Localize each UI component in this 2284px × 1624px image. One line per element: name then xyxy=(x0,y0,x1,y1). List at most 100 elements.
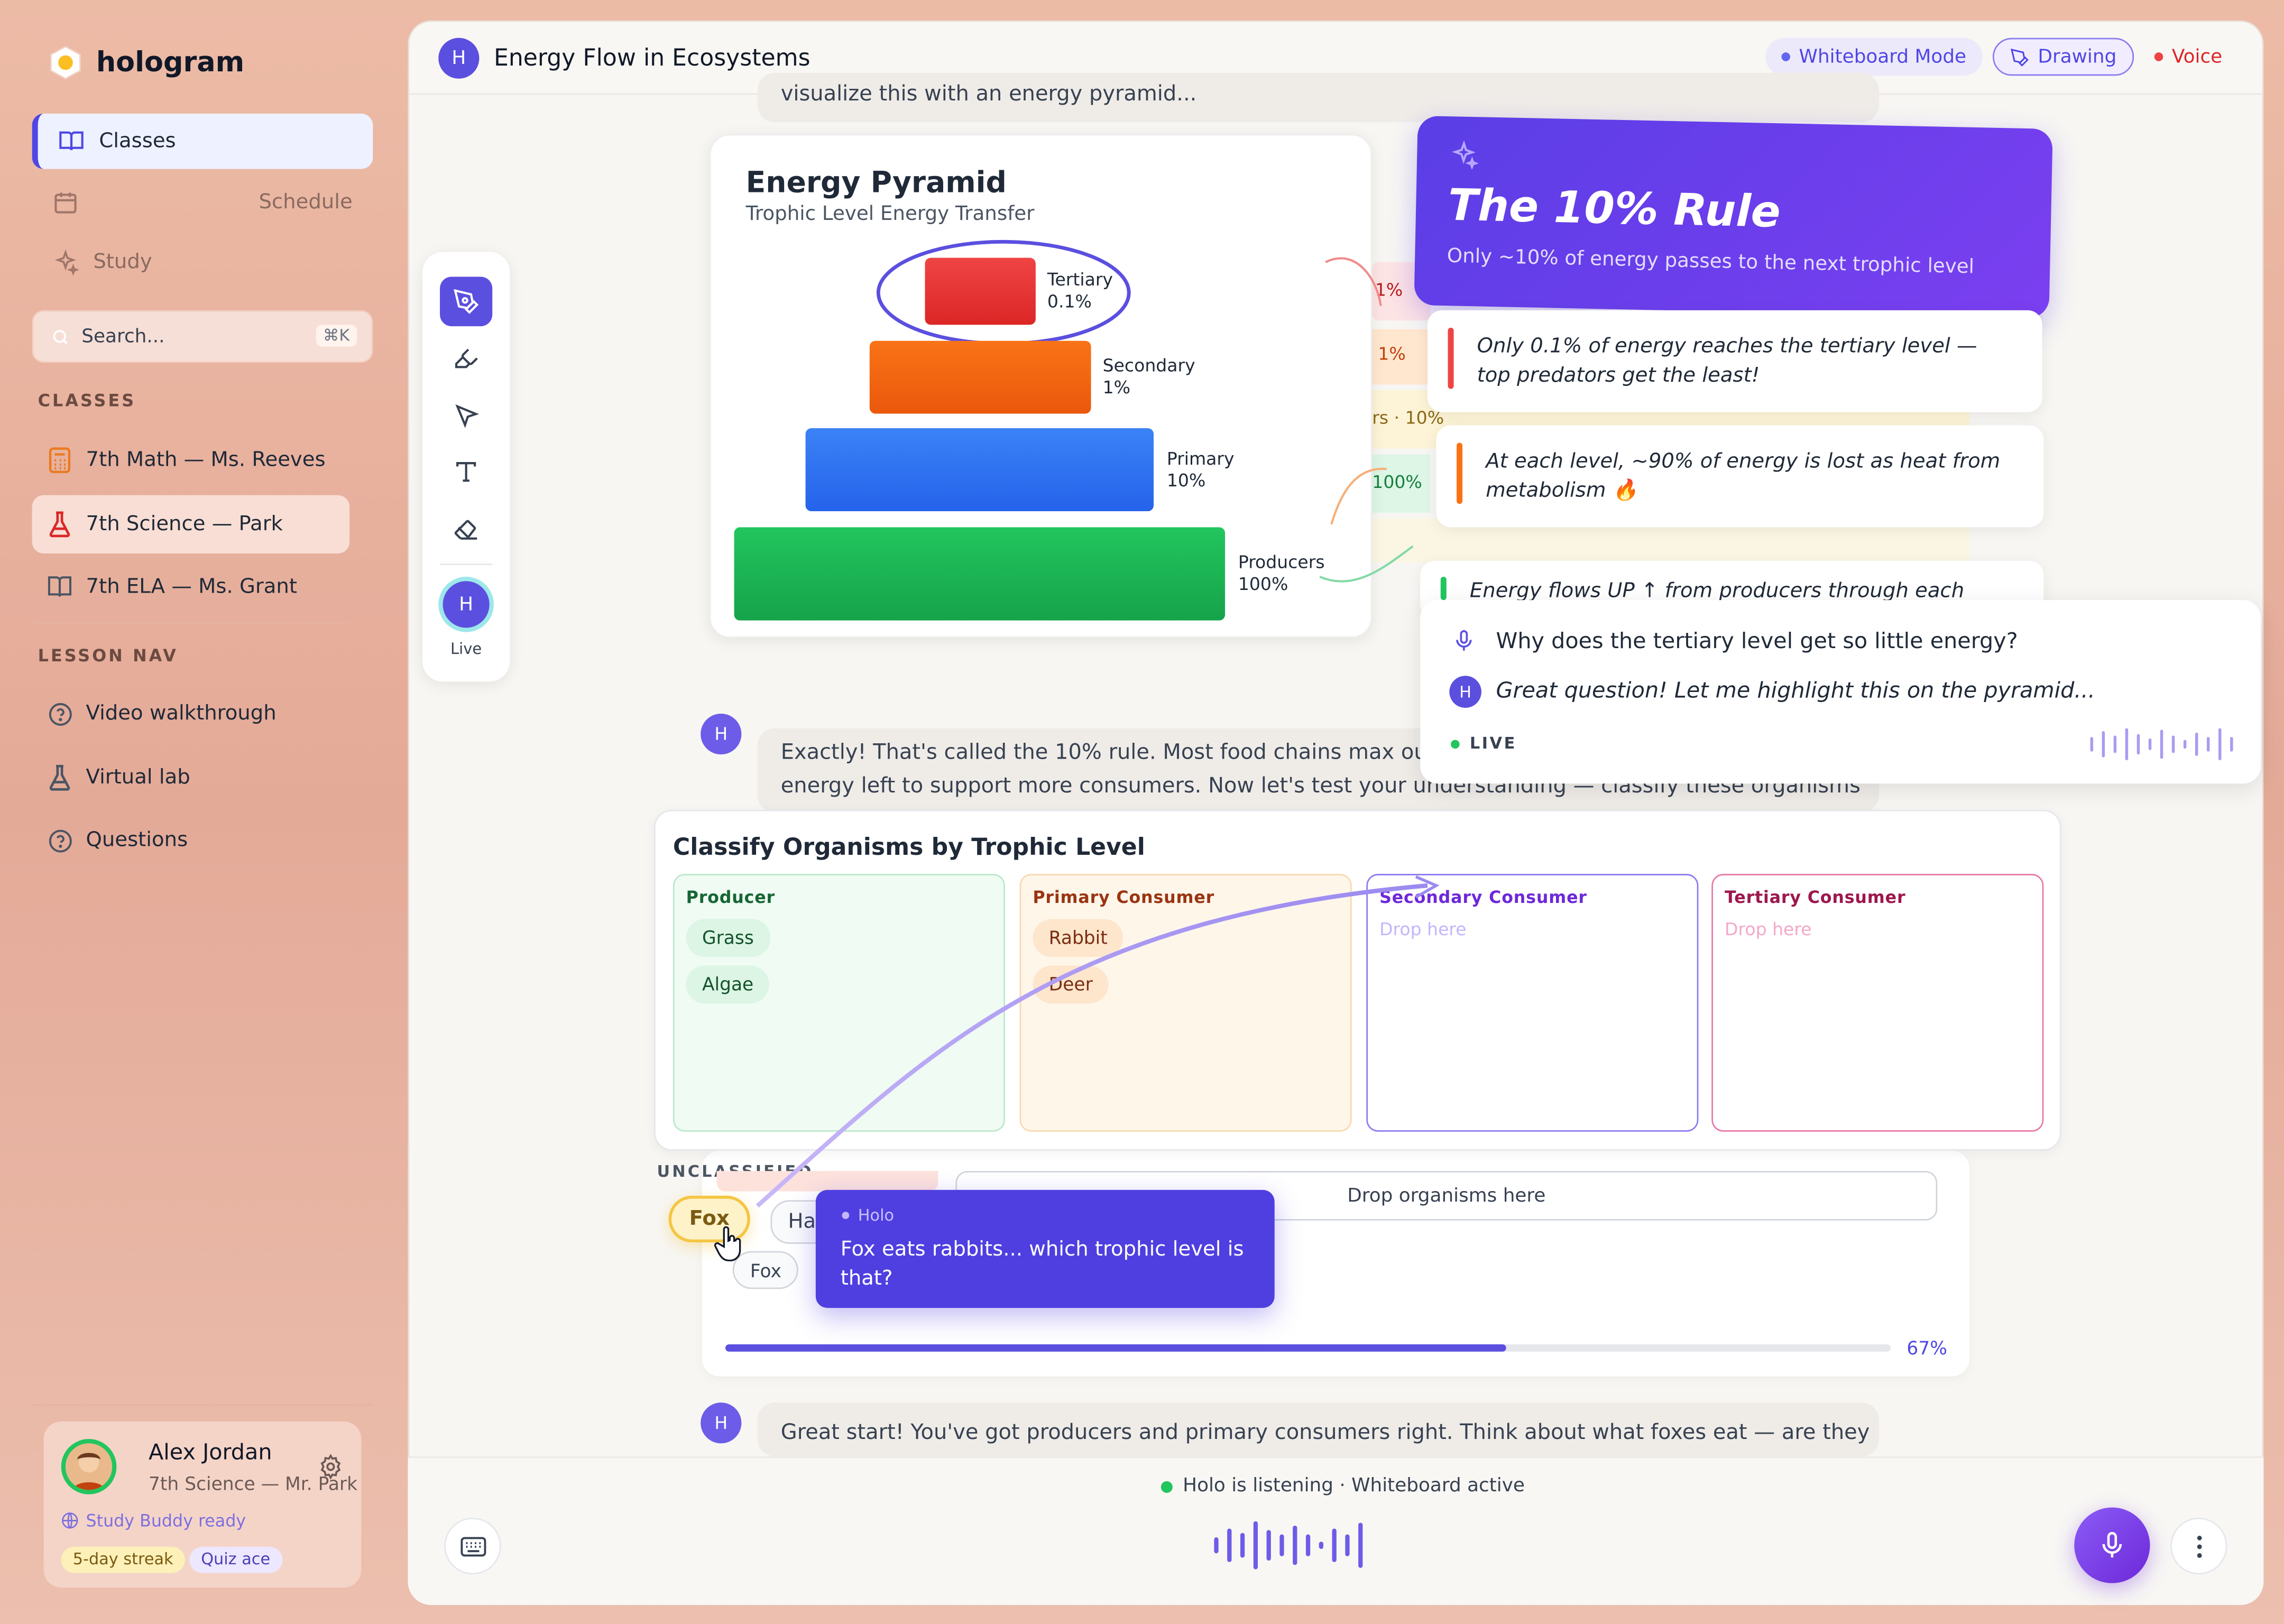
organism-chip[interactable]: Rabbit xyxy=(1033,919,1124,957)
study-buddy-label: Study Buddy ready xyxy=(86,1510,246,1531)
whiteboard-mode-label: Whiteboard Mode xyxy=(1799,45,1967,68)
sidebar-divider xyxy=(32,1404,373,1406)
lesson-item-lab[interactable]: Virtual lab xyxy=(32,749,350,807)
live-dot xyxy=(1451,740,1460,749)
pen-tool-button[interactable] xyxy=(440,276,493,327)
keyboard-button[interactable] xyxy=(444,1517,501,1575)
drop-hint: Drop here xyxy=(1379,919,1467,940)
chat-message: visualize this with an energy pyramid... xyxy=(757,72,1880,123)
dragging-organism-chip[interactable]: Fox xyxy=(668,1195,750,1243)
lesson-item-video[interactable]: Video walkthrough xyxy=(32,685,350,743)
profile-class: 7th Science — Mr. Park xyxy=(149,1472,358,1494)
rule-subtitle: Only ~10% of energy passes to the next t… xyxy=(1447,244,1975,279)
nav-study-label: Study xyxy=(93,250,152,274)
nav-classes-label: Classes xyxy=(99,130,176,153)
column-title: Tertiary Consumer xyxy=(1725,887,1906,908)
quiz-badge: Quiz ace xyxy=(189,1546,282,1573)
voice-transcript-panel: Why does the tertiary level get so littl… xyxy=(1420,600,2261,784)
sparkles-icon xyxy=(51,247,80,276)
faded-row xyxy=(1372,329,1431,385)
gear-icon[interactable] xyxy=(318,1454,344,1480)
column-producer[interactable]: Producer Grass Algae xyxy=(673,874,1006,1132)
drawing-pill[interactable]: Drawing xyxy=(1992,38,2134,76)
more-options-button[interactable] xyxy=(2170,1517,2227,1575)
lesson-item-questions[interactable]: Questions xyxy=(32,811,350,870)
pyramid-subtitle: Trophic Level Energy Transfer xyxy=(745,202,1035,226)
progress-fill xyxy=(725,1344,1506,1352)
live-avatar-button[interactable]: H xyxy=(438,577,494,632)
globe-icon xyxy=(61,1512,79,1529)
column-tertiary-consumer[interactable]: Tertiary Consumer Drop here xyxy=(1711,874,2044,1132)
profile-card[interactable]: Alex Jordan 7th Science — Mr. Park Study… xyxy=(43,1421,362,1588)
whiteboard-mode-pill[interactable]: Whiteboard Mode xyxy=(1765,38,1983,76)
pyramid-bar-secondary[interactable] xyxy=(869,340,1091,414)
listening-status: Holo is listening · Whiteboard active xyxy=(1161,1475,1525,1497)
holo-avatar: H xyxy=(701,1402,742,1444)
column-secondary-consumer[interactable]: Secondary Consumer Drop here xyxy=(1366,874,1699,1132)
nav-schedule[interactable]: Schedule xyxy=(32,175,373,230)
class-item-label: 7th ELA — Ms. Grant xyxy=(86,575,297,599)
app-name: hologram xyxy=(96,47,245,79)
pyramid-bar-tertiary[interactable] xyxy=(925,257,1036,325)
search-input[interactable]: Search... ⌘K xyxy=(32,310,373,363)
holo-avatar: H xyxy=(1449,676,1481,708)
lesson-nav-label: LESSON NAV xyxy=(38,645,178,666)
rule-note-text: At each level, ~90% of energy is lost as… xyxy=(1486,450,2001,503)
ten-percent-rule-card: The 10% Rule Only ~10% of energy passes … xyxy=(1414,115,2053,319)
holo-avatar: H xyxy=(438,38,480,79)
select-tool-button[interactable] xyxy=(440,390,492,440)
hand-cursor-icon xyxy=(714,1226,746,1261)
eraser-icon xyxy=(454,520,477,540)
pen-tool-icon xyxy=(2010,48,2029,67)
nav-classes[interactable]: Classes xyxy=(32,113,373,169)
note-stripe xyxy=(1440,577,1447,601)
app-logo[interactable]: hologram xyxy=(47,44,244,82)
text-tool-button[interactable] xyxy=(440,447,492,497)
nav-study[interactable]: Study xyxy=(32,235,373,290)
eraser-tool-button[interactable] xyxy=(440,504,492,553)
lesson-item-label: Questions xyxy=(86,828,188,852)
organism-chip[interactable]: Grass xyxy=(686,919,770,957)
drag-path xyxy=(756,875,1440,1208)
voice-label: Voice xyxy=(2171,45,2223,68)
help-circle-icon xyxy=(45,826,74,855)
class-item-math[interactable]: 7th Math — Ms. Reeves xyxy=(32,431,350,490)
progress-label: 67% xyxy=(1907,1337,1948,1359)
page-title: Energy Flow in Ecosystems xyxy=(493,43,811,71)
rule-note-text: Only 0.1% of energy reaches the tertiary… xyxy=(1477,335,1977,387)
faded-chip xyxy=(716,1171,938,1192)
study-buddy-status: Study Buddy ready xyxy=(61,1510,246,1531)
lesson-item-label: Virtual lab xyxy=(86,766,190,790)
organism-chip[interactable]: Algae xyxy=(686,965,770,1004)
highlighter-tool-button[interactable] xyxy=(440,334,492,383)
class-item-ela[interactable]: 7th ELA — Ms. Grant xyxy=(32,558,350,616)
faded-value: rs · 10% xyxy=(1372,408,1444,428)
column-title: Primary Consumer xyxy=(1033,887,1215,908)
microphone-button[interactable] xyxy=(2074,1507,2150,1583)
calendar-icon xyxy=(51,188,80,217)
class-item-label: 7th Science — Park xyxy=(86,512,283,536)
class-item-label: 7th Math — Ms. Reeves xyxy=(86,448,326,472)
voice-control-bar: Holo is listening · Whiteboard active xyxy=(408,1456,2264,1605)
organism-chip[interactable]: Fox xyxy=(732,1251,799,1289)
rule-note-text: Energy flows UP ↑ from producers through… xyxy=(1469,579,1965,603)
listening-status-text: Holo is listening · Whiteboard active xyxy=(1183,1475,1525,1498)
voice-pill[interactable]: Voice xyxy=(2143,38,2234,76)
energy-pyramid-card: Energy Pyramid Trophic Level Energy Tran… xyxy=(709,134,1373,638)
chat-message: Great start! You've got producers and pr… xyxy=(757,1402,1880,1457)
pyramid-bar-producers[interactable] xyxy=(734,527,1226,621)
recording-dot xyxy=(2154,52,2163,61)
rule-note: At each level, ~90% of energy is lost as… xyxy=(1436,425,2044,528)
class-item-science[interactable]: 7th Science — Park xyxy=(32,495,350,553)
flask-icon xyxy=(45,763,74,792)
help-circle-icon xyxy=(45,699,74,728)
pyramid-bar-primary[interactable] xyxy=(805,428,1154,512)
text-icon xyxy=(456,462,476,482)
column-primary-consumer[interactable]: Primary Consumer Rabbit Deer xyxy=(1019,874,1352,1132)
connector-lines xyxy=(1319,257,1414,583)
drop-hint: Drop here xyxy=(1725,919,1812,940)
rule-title: The 10% Rule xyxy=(1447,180,1781,238)
